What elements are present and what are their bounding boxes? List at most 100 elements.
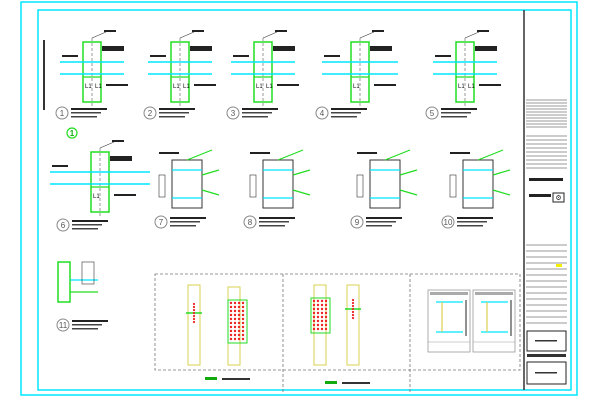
bolt [320, 315, 324, 319]
dimension-label: L1 [173, 84, 180, 90]
inner-frame [37, 9, 572, 391]
bolt [316, 303, 320, 307]
weld-leader [399, 169, 418, 176]
weld-leader [399, 189, 418, 196]
bolt [312, 303, 316, 307]
steel-column [57, 261, 71, 303]
detail-title-bar [159, 108, 195, 110]
weld-leader [384, 149, 411, 161]
bolt [351, 298, 355, 302]
bolt [324, 315, 328, 319]
bolt [233, 321, 237, 325]
detail-note-bar [366, 225, 392, 227]
weld-leader [186, 149, 213, 161]
yellow-column [227, 286, 241, 366]
detail-title-bar [259, 217, 295, 219]
bolt [316, 327, 320, 331]
note-box [81, 261, 95, 285]
detail-note-bar [259, 221, 289, 223]
bolt [320, 307, 324, 311]
detail-number: 6 [61, 221, 66, 230]
detail-title-bar [72, 320, 108, 322]
detail-number-circle [154, 215, 168, 229]
bolt [192, 311, 196, 315]
detail-number: 7 [159, 218, 164, 227]
detail-number: 11 [59, 321, 68, 330]
bolt [237, 325, 241, 329]
bolt [241, 321, 245, 325]
callout-text-bar [52, 165, 68, 167]
callout-box [475, 46, 497, 51]
callout-text-bar [357, 152, 377, 154]
company-name-bar [529, 178, 563, 181]
callout-text-bar [479, 84, 501, 86]
callout-text-bar [192, 30, 204, 32]
callout-text-bar [106, 84, 128, 86]
steel-column [82, 41, 102, 103]
bolt [324, 323, 328, 327]
panel-title-bar [205, 377, 217, 380]
leader-line [359, 31, 375, 39]
bolt [241, 325, 245, 329]
callout-box [370, 46, 392, 51]
detail-number: 8 [248, 218, 253, 227]
bolt [233, 337, 237, 341]
panel-title-bar [325, 381, 337, 384]
bolt [237, 305, 241, 309]
detail-number: 10 [444, 218, 453, 227]
bolt [237, 337, 241, 341]
bolt [233, 309, 237, 313]
bolt [316, 299, 320, 303]
detail-number: 1 [60, 109, 65, 118]
bolt [229, 309, 233, 313]
detail-number-circle [55, 106, 69, 120]
detail-title-bar [170, 217, 206, 219]
dimension-label: L1 [266, 84, 273, 90]
callout-text-bar [114, 194, 136, 196]
separator-bar [527, 354, 566, 357]
bolt [229, 337, 233, 341]
detail-number: 9 [355, 218, 360, 227]
callout-box [190, 46, 212, 51]
note-box [158, 174, 166, 198]
note-box [249, 174, 257, 198]
bolt [237, 309, 241, 313]
callout-text-bar [104, 30, 116, 32]
bolt [324, 311, 328, 315]
detail-title-bar [331, 108, 367, 110]
detail-note-bar [331, 116, 357, 118]
steel-column [253, 41, 273, 103]
bolt [316, 307, 320, 311]
dimension-label: L1 [256, 84, 263, 90]
splice-plate [227, 299, 248, 344]
bolt [229, 313, 233, 317]
drawing-title-box [526, 330, 567, 352]
detail-note-bar [72, 228, 98, 230]
callout-text-bar [62, 55, 78, 57]
bolt [229, 325, 233, 329]
bolt [233, 313, 237, 317]
detail-title-bar [366, 217, 402, 219]
detail-number-circle [425, 106, 439, 120]
bolt [241, 329, 245, 333]
detail-note-bar [72, 324, 102, 326]
panel-subtitle-bar [342, 382, 370, 384]
callout-text-bar [275, 30, 287, 32]
title-block: ⚙ [523, 10, 567, 390]
callout-text-bar [374, 84, 396, 86]
bolt [237, 313, 241, 317]
callout-text-bar [477, 30, 489, 32]
weld-leader [492, 169, 511, 176]
yellow-column [346, 284, 360, 366]
panel-subtitle-bar [222, 378, 250, 380]
bolt [316, 315, 320, 319]
detail-note-bar [159, 112, 189, 114]
drawing-number-bar [535, 372, 557, 374]
detail-number-circle [56, 218, 70, 232]
weld-leader [292, 189, 311, 196]
bolt [192, 308, 196, 312]
leader-line [99, 141, 115, 149]
bolt [312, 307, 316, 311]
bolt [229, 305, 233, 309]
